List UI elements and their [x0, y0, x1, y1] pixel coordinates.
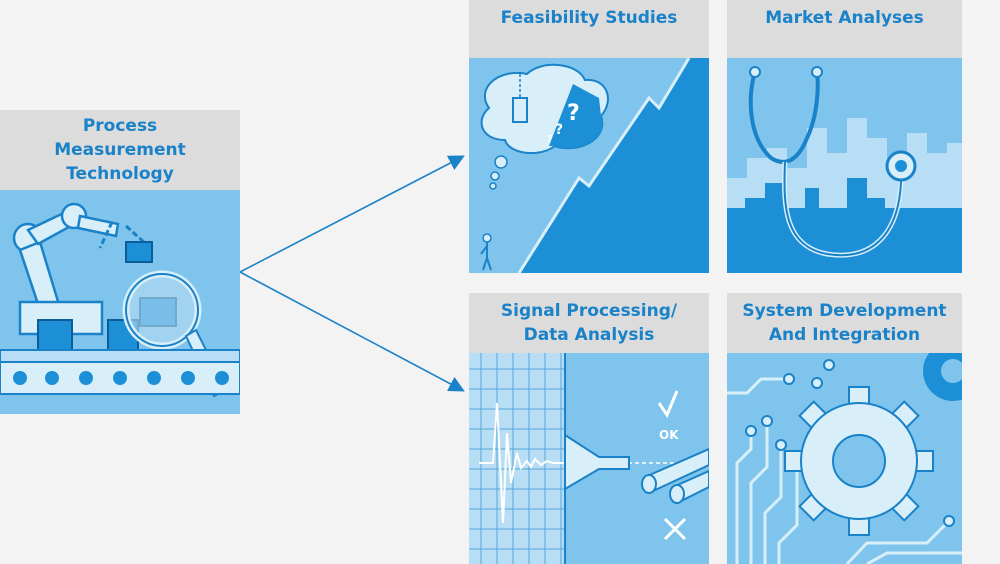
svg-text:?: ?	[567, 101, 580, 126]
title-line: Technology	[66, 164, 174, 184]
card-feasibility-studies[interactable]: Feasibility Studies ? ? ?	[469, 0, 709, 273]
arrow-to-feasibility	[239, 155, 465, 273]
robot-arm-illustration	[0, 190, 240, 414]
title-line: Measurement	[54, 140, 186, 160]
card-title-feasibility: Feasibility Studies	[469, 0, 709, 58]
arrow-to-signal	[239, 271, 465, 392]
title-line: Signal Processing/	[500, 301, 678, 321]
title-line: And Integration	[768, 325, 921, 345]
gear-circuit-illustration	[727, 353, 962, 564]
card-process-measurement[interactable]: Process Measurement Technology	[0, 110, 240, 414]
title-line: Process	[82, 116, 158, 136]
card-title-process: Process Measurement Technology	[0, 110, 240, 190]
title-line: System Development	[742, 301, 947, 321]
mountain-illustration: ? ? ?	[469, 58, 709, 273]
card-signal-processing[interactable]: Signal Processing/ Data Analysis	[469, 293, 709, 564]
card-title-signal: Signal Processing/ Data Analysis	[469, 293, 709, 353]
svg-text:?: ?	[555, 122, 563, 138]
card-title-system: System Development And Integration	[727, 293, 962, 353]
title-line: Data Analysis	[523, 325, 655, 345]
stethoscope-city-illustration	[727, 58, 962, 273]
card-title-market: Market Analyses	[727, 0, 962, 58]
signal-graph-illustration: OK	[469, 353, 709, 564]
card-system-development[interactable]: System Development And Integration	[727, 293, 962, 564]
card-market-analyses[interactable]: Market Analyses	[727, 0, 962, 273]
svg-text:?: ?	[547, 134, 553, 145]
ok-label: OK	[659, 428, 679, 442]
